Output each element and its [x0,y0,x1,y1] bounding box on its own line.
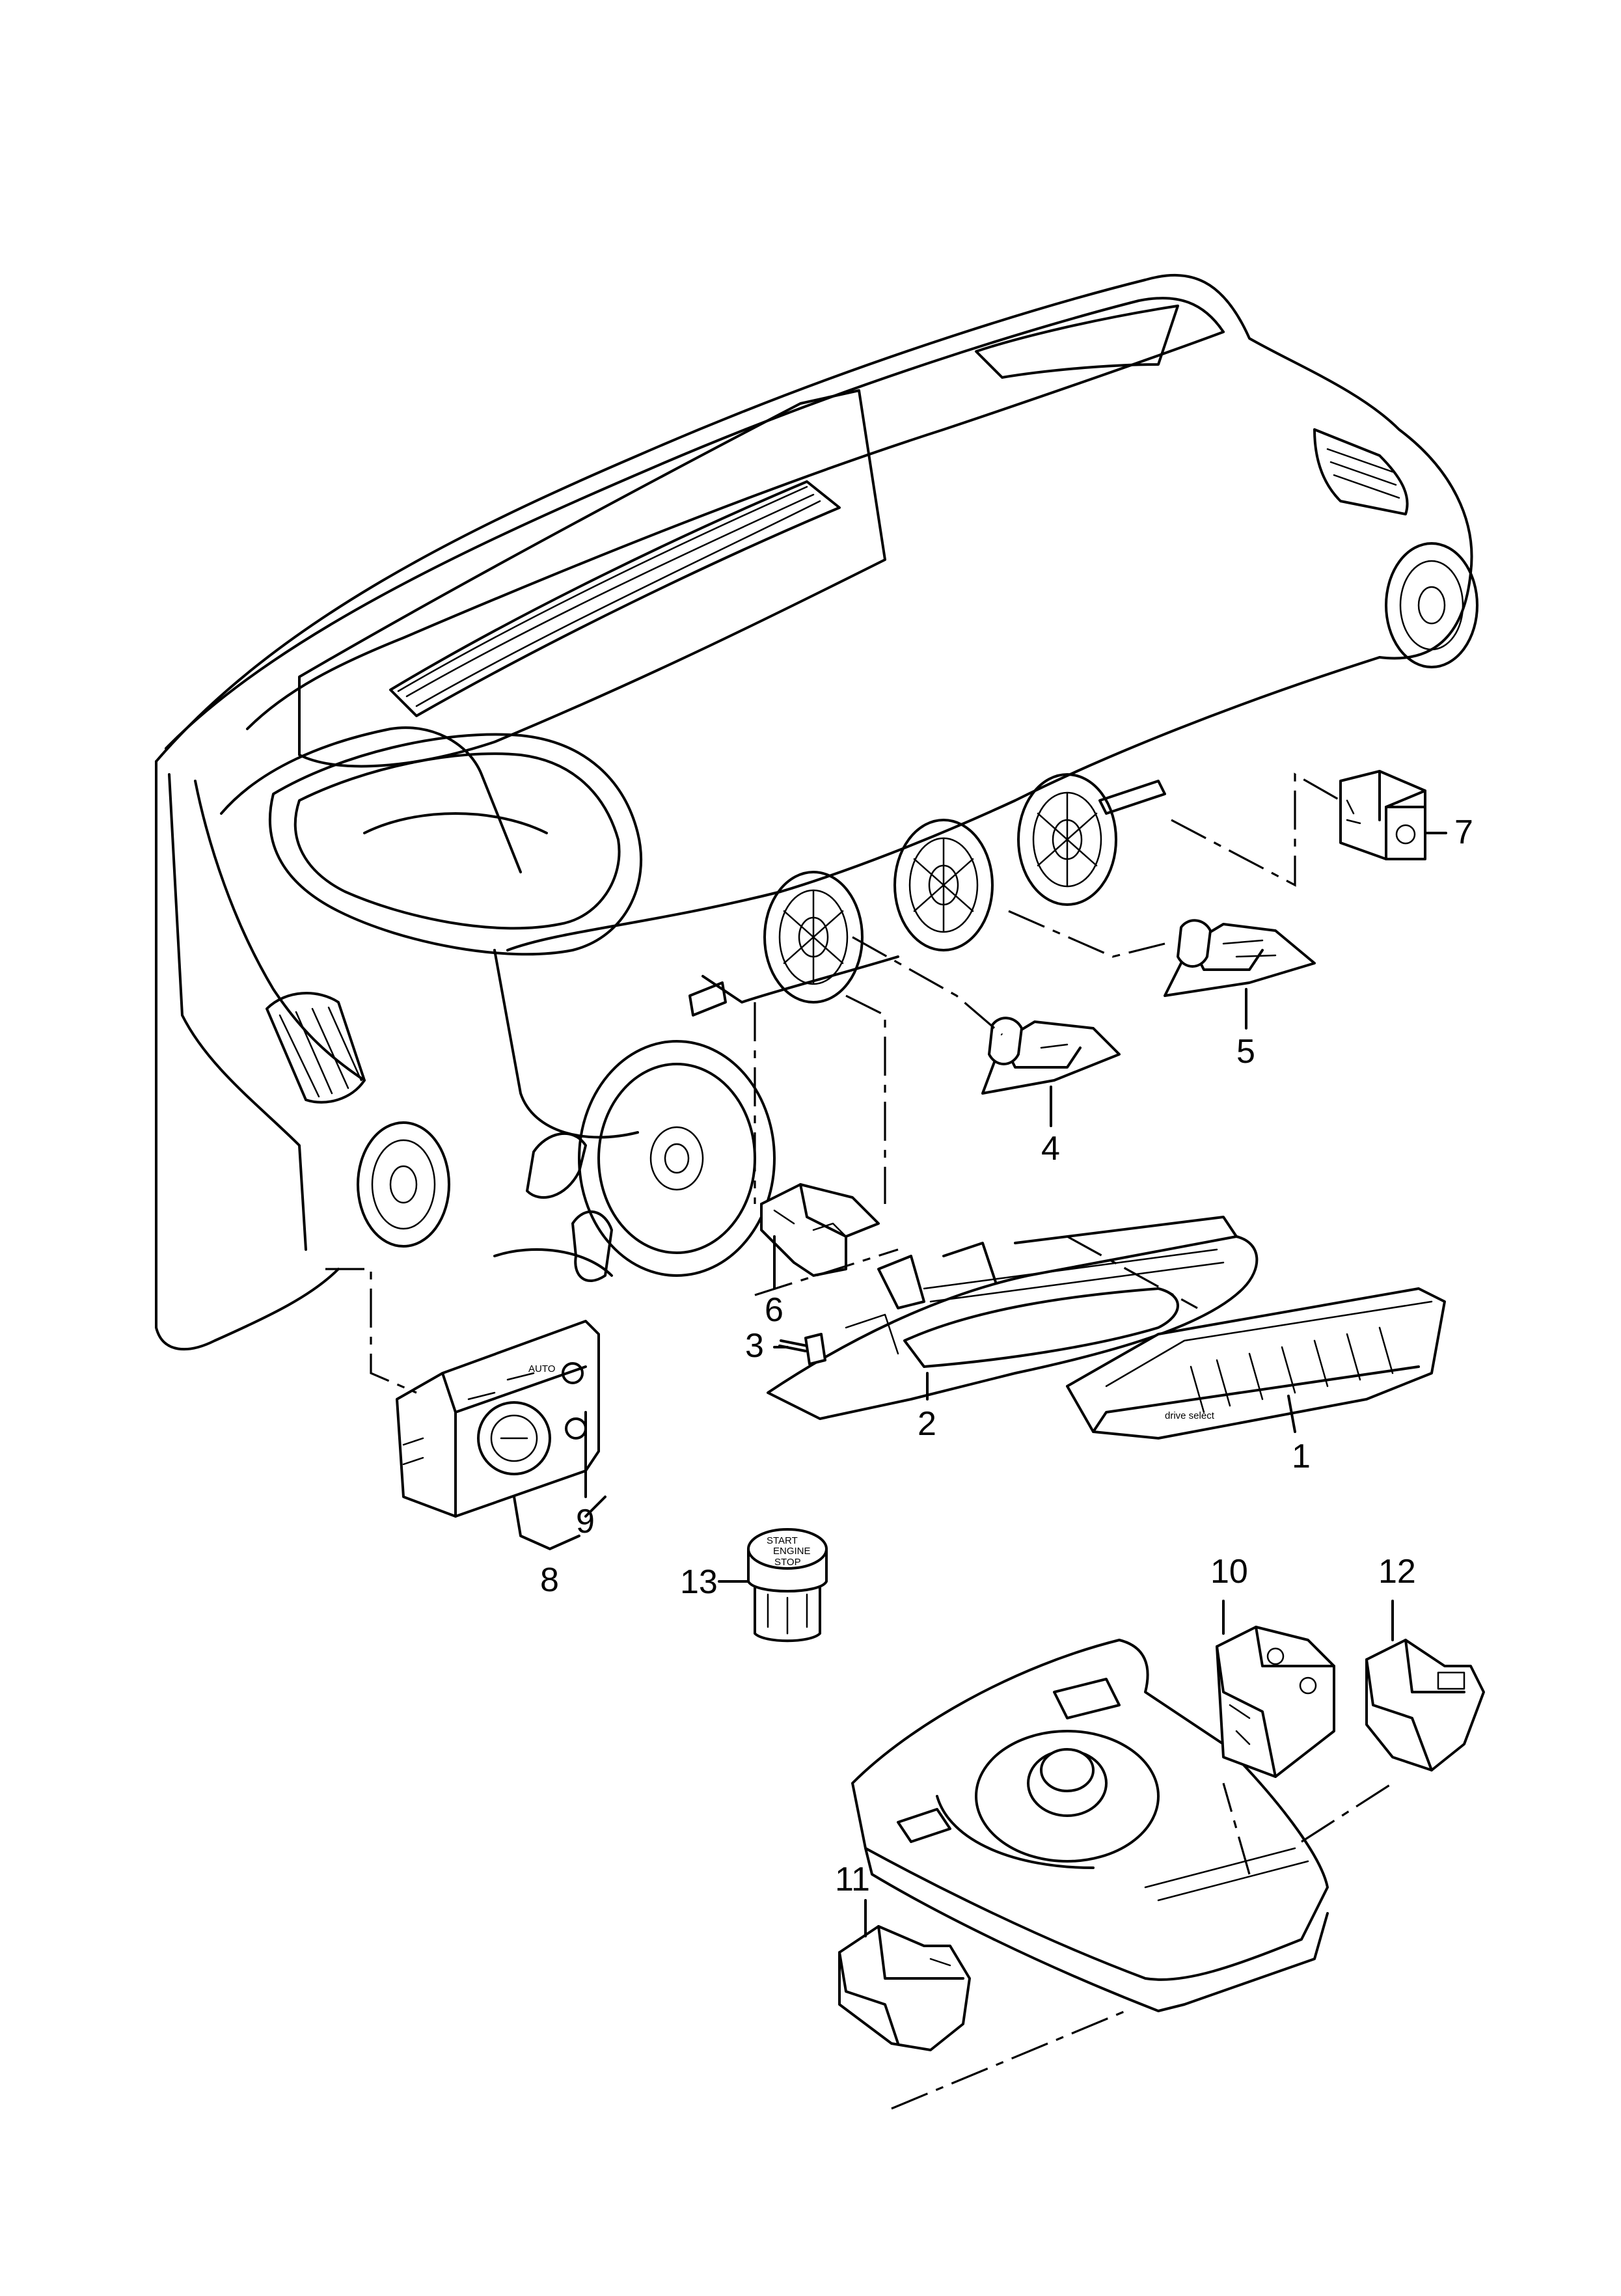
callout-12: 12 [1378,1553,1416,1591]
part-13-start-button: START ENGINE STOP [747,1528,828,1643]
part-5-switch [1164,919,1316,997]
part-11-switch [838,1925,971,2051]
stop-text: STOP [774,1557,801,1568]
callout-labels: 7 5 4 6 3 2 1 9 8 13 10 12 11 [540,813,1473,1898]
part-3-screw [778,1333,826,1365]
center-console [851,1639,1329,2012]
part-10-switch [1216,1626,1335,1778]
callout-2: 2 [918,1405,936,1443]
callout-6: 6 [765,1291,783,1329]
part-7-switch [1339,770,1426,860]
callout-11: 11 [835,1861,870,1898]
callout-13: 13 [680,1563,718,1601]
auto-text: AUTO [528,1363,555,1374]
callout-7: 7 [1454,813,1473,851]
callout-9: 9 [576,1503,595,1540]
part-12-switch [1365,1639,1485,1771]
part-8-light-switch: AUTO [396,1320,600,1518]
part-4-switch [981,1017,1121,1095]
callout-10: 10 [1210,1553,1248,1591]
start-text: START [767,1535,798,1546]
drive-select-text: drive select [1165,1410,1215,1421]
callout-3: 3 [745,1327,764,1365]
engine-text: ENGINE [773,1546,811,1557]
part-6-switch [760,1183,880,1277]
callout-leaders [513,832,1447,1937]
callout-4: 4 [1041,1130,1060,1168]
callout-1: 1 [1292,1438,1311,1475]
callout-5: 5 [1236,1033,1255,1071]
assembly-leader-lines [325,772,1393,2110]
part-1-switch-panel: drive select [1066,1287,1446,1440]
callout-8: 8 [540,1561,559,1599]
dashboard-assembly [155,273,1478,1351]
part-2-trim-panel [767,1216,1259,1420]
